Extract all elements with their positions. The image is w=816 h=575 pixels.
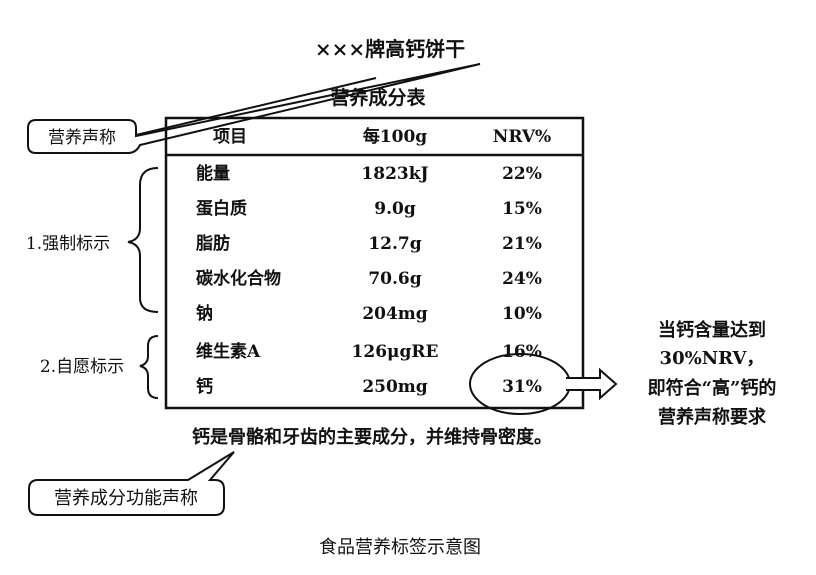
header-per100g: 每100g bbox=[363, 126, 427, 147]
row-item: 钙 bbox=[196, 376, 213, 397]
row-per100g: 70.6g bbox=[368, 269, 421, 289]
row-nrv: 22% bbox=[502, 164, 542, 184]
nutrition-claim-callout: 营养声称 bbox=[27, 63, 481, 154]
nutrition-claim-label: 营养声称 bbox=[48, 128, 116, 148]
table-title: 营养成分表 bbox=[330, 86, 426, 109]
row-item: 脂肪 bbox=[196, 233, 230, 254]
row-nrv: 16% bbox=[502, 342, 542, 362]
function-claim-text: 钙是骨骼和牙齿的主要成分，并维持骨密度。 bbox=[192, 426, 552, 448]
note-line: 30%NRV， bbox=[660, 348, 765, 369]
row-per100g: 9.0g bbox=[374, 199, 416, 219]
nutrition-table: 项目 每100g NRV% 能量 1823kJ 22% 蛋白质 9.0g 15% 脂肪 12.… bbox=[164, 116, 585, 410]
header-nrv: NRV% bbox=[493, 127, 551, 147]
voluntary-label: 2.自愿标示 bbox=[40, 357, 124, 377]
table-row: 钠 204mg 10% bbox=[196, 303, 542, 324]
table-row: 能量 1823kJ 22% bbox=[196, 163, 542, 184]
arrow-icon bbox=[566, 367, 618, 401]
header-item: 项目 bbox=[213, 127, 247, 147]
row-item: 维生素A bbox=[196, 341, 261, 362]
function-claim-callout: 营养成分功能声称 bbox=[28, 451, 235, 516]
row-item: 蛋白质 bbox=[196, 198, 247, 219]
row-item: 钠 bbox=[196, 303, 213, 324]
row-nrv: 31% bbox=[502, 377, 542, 397]
row-nrv: 15% bbox=[502, 199, 542, 219]
row-per100g: 12.7g bbox=[368, 234, 421, 254]
row-per100g: 126μgRE bbox=[352, 342, 439, 362]
row-per100g: 204mg bbox=[362, 304, 427, 324]
table-row: 蛋白质 9.0g 15% bbox=[196, 198, 542, 219]
caption: 食品营养标签示意图 bbox=[319, 537, 481, 558]
row-per100g: 1823kJ bbox=[361, 164, 428, 184]
mandatory-label: 1.强制标示 bbox=[26, 234, 110, 254]
voluntary-brace bbox=[139, 335, 159, 399]
row-item: 碳水化合物 bbox=[196, 268, 281, 289]
note-line: 营养声称要求 bbox=[658, 406, 767, 428]
row-item: 能量 bbox=[196, 163, 230, 184]
row-per100g: 250mg bbox=[362, 377, 427, 397]
mandatory-brace bbox=[127, 167, 159, 313]
row-nrv: 24% bbox=[502, 269, 542, 289]
table-row: 脂肪 12.7g 21% bbox=[196, 233, 542, 254]
function-claim-label: 营养成分功能声称 bbox=[54, 488, 198, 509]
table-row: 维生素A 126μgRE 16% bbox=[196, 341, 542, 362]
table-row: 碳水化合物 70.6g 24% bbox=[196, 268, 542, 289]
row-nrv: 10% bbox=[502, 304, 542, 324]
table-row: 钙 250mg 31% bbox=[196, 376, 542, 397]
row-nrv: 21% bbox=[502, 234, 542, 254]
note-line: 即符合“高”钙的 bbox=[648, 377, 777, 399]
product-name: ×××牌高钙饼干 bbox=[315, 37, 465, 61]
note-line: 当钙含量达到 bbox=[658, 319, 766, 341]
